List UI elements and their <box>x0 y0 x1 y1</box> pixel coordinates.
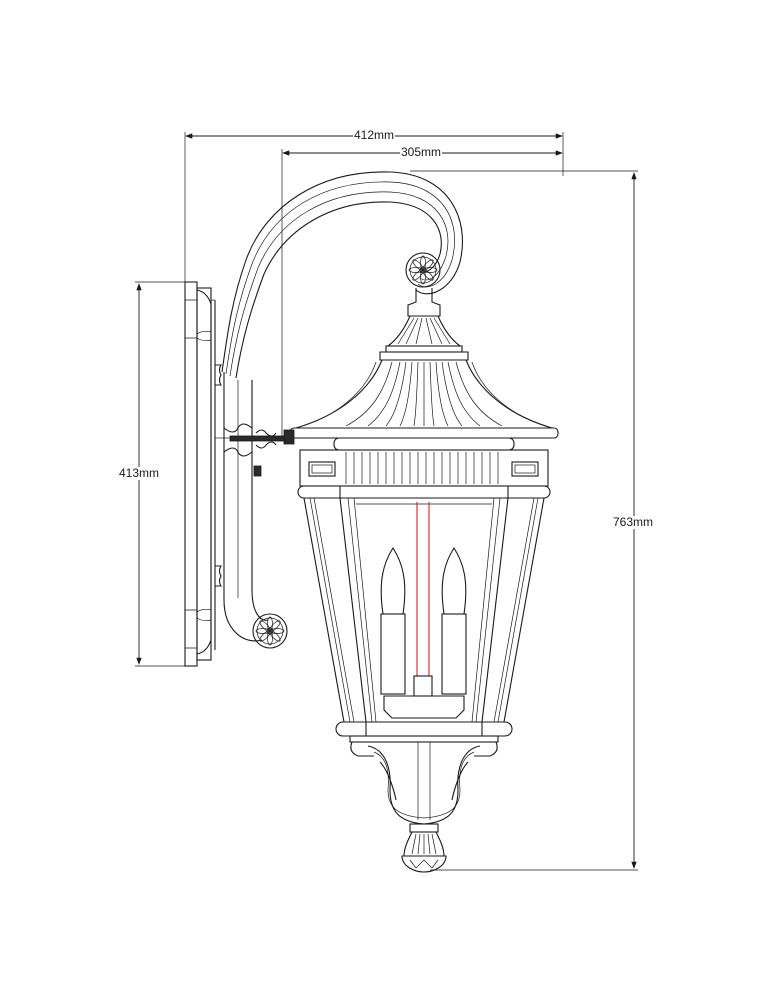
dimension-label-305: 305mm <box>400 145 443 159</box>
dimension-label-413: 413mm <box>118 466 161 480</box>
rosette-top <box>405 252 441 288</box>
glass-panels <box>303 497 545 723</box>
scroll-arm <box>215 171 463 642</box>
frieze-band <box>297 449 551 499</box>
candle-bulbs <box>380 546 467 719</box>
backplate <box>184 281 222 667</box>
finial-bottom <box>401 823 447 873</box>
bottom-bowl <box>335 721 513 825</box>
dimension-label-412: 412mm <box>353 128 396 142</box>
roof-canopy <box>283 288 559 451</box>
dimension-label-763: 763mm <box>612 515 655 529</box>
wire <box>416 502 430 676</box>
rosette-bottom <box>252 613 288 649</box>
